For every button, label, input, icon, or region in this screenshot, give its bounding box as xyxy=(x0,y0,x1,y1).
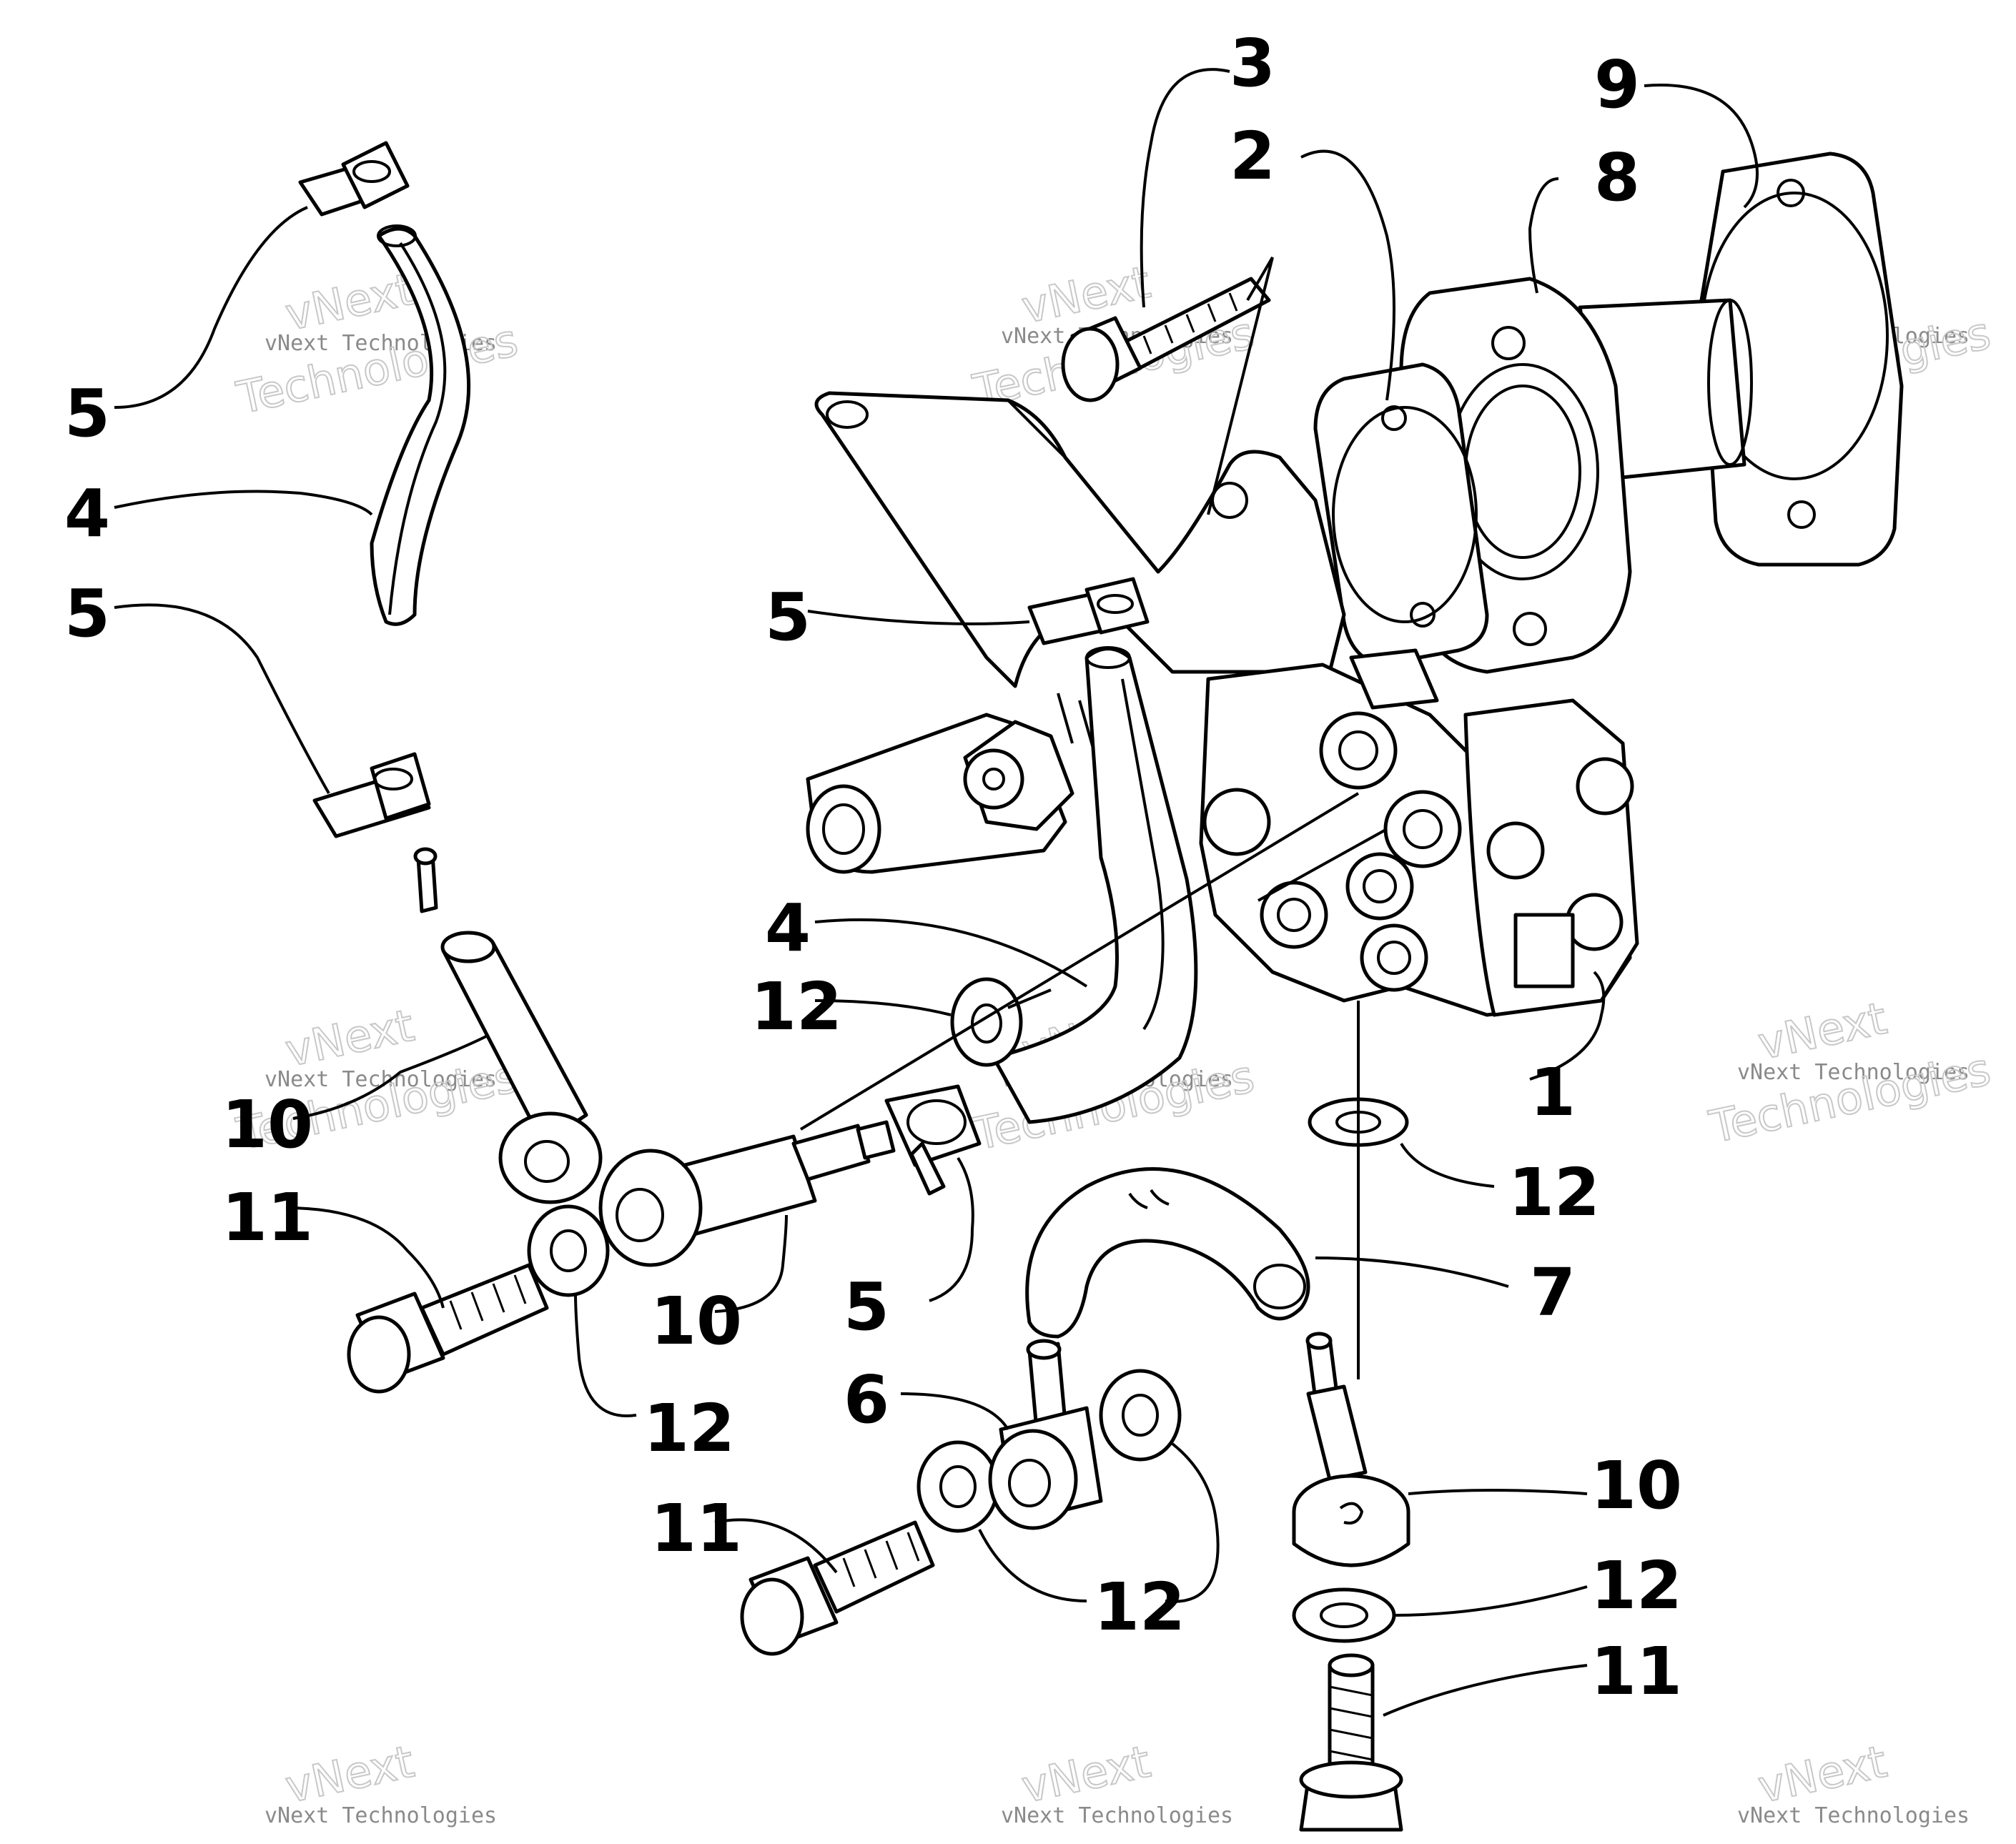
watermark-big-1: vNext xyxy=(281,263,418,341)
part-5-spring-clamp xyxy=(884,1084,982,1196)
watermark-big-1: vNext xyxy=(281,1735,418,1813)
callout-3: 3 xyxy=(1230,25,1275,101)
watermark-bottom-left: vNext vNext Technologies xyxy=(265,1735,497,1828)
part-5-clamp-top xyxy=(298,141,410,217)
part-9-gasket xyxy=(1699,152,1904,567)
callout-4-center: 4 xyxy=(765,890,811,966)
assembly-lines xyxy=(799,792,1388,1379)
part-11-bolt-bottom xyxy=(1299,1653,1403,1832)
callout-11-left: 11 xyxy=(222,1179,313,1256)
callout-12-bottom: 12 xyxy=(1094,1569,1185,1645)
part-11-bolt-center xyxy=(740,1520,935,1656)
callout-11-center: 11 xyxy=(651,1490,742,1567)
callout-11-bottom-right: 11 xyxy=(1591,1633,1682,1710)
watermark-top-left: vNext vNext Technologies Technologies xyxy=(232,262,523,425)
watermark-big-1: vNext xyxy=(1754,1735,1891,1813)
watermark-small: vNext Technologies xyxy=(1737,1060,1970,1085)
callout-numbers: 3 2 9 8 5 4 5 5 4 12 1 10 12 11 7 10 5 1… xyxy=(64,25,1682,1710)
part-12-washer-bottom-a xyxy=(916,1440,999,1533)
part-12-washer-left xyxy=(527,1204,610,1297)
watermark-big-1: vNext xyxy=(1017,256,1155,334)
callout-5-lower-center: 5 xyxy=(844,1269,889,1345)
part-4-hose-left xyxy=(370,224,471,626)
part-5-clamp-center xyxy=(1027,577,1150,645)
leader-lines xyxy=(114,68,1759,1717)
part-3-bolt xyxy=(1061,277,1271,402)
part-12-washer-bottom-b xyxy=(1099,1369,1182,1462)
watermark-bottom-right: vNext vNext Technologies xyxy=(1737,1735,1970,1828)
mounting-bracket xyxy=(814,391,1346,688)
watermark-small: vNext Technologies xyxy=(1001,1803,1233,1828)
part-10-banjo-right xyxy=(1292,1332,1410,1567)
callout-1: 1 xyxy=(1530,1054,1576,1131)
callout-10-center: 10 xyxy=(651,1283,742,1359)
callout-12-bottom-right: 12 xyxy=(1591,1547,1682,1624)
callout-4-left: 4 xyxy=(64,475,110,552)
watermark-big-1: vNext xyxy=(281,999,418,1077)
part-7-hose-curved xyxy=(1025,1167,1310,1339)
bolt-3-insertion-line xyxy=(1207,256,1274,515)
callout-6: 6 xyxy=(844,1362,889,1438)
callout-5-center: 5 xyxy=(765,579,811,655)
part-10-banjo-left xyxy=(413,847,603,1204)
watermark-big-1: vNext xyxy=(1017,1735,1155,1813)
part-12-washer-bottom-right xyxy=(1292,1587,1396,1643)
callout-12-left: 12 xyxy=(643,1390,735,1467)
watermark-small: vNext Technologies xyxy=(1737,1803,1970,1828)
part-10-banjo-center xyxy=(598,1120,896,1267)
callout-9: 9 xyxy=(1594,46,1640,123)
part-4-hose-center xyxy=(992,646,1198,1124)
callout-5-mid-left: 5 xyxy=(64,575,110,652)
callout-10-left: 10 xyxy=(222,1086,313,1163)
watermark-big-1: vNext xyxy=(1754,992,1891,1070)
part-11-bolt-left xyxy=(347,1263,549,1394)
callout-12-upper: 12 xyxy=(751,968,842,1045)
watermark-mid-right: vNext vNext Technologies Technologies xyxy=(1704,991,1996,1154)
callout-2: 2 xyxy=(1230,118,1275,194)
callout-8: 8 xyxy=(1594,139,1640,216)
callout-12-right-upper: 12 xyxy=(1508,1154,1600,1231)
part-5-clamp-bottom xyxy=(312,752,431,838)
watermark-small: vNext Technologies xyxy=(265,1803,497,1828)
part-12-washer-upper xyxy=(950,977,1023,1067)
part-1-oil-pump xyxy=(1199,648,1639,1017)
callout-7: 7 xyxy=(1530,1254,1576,1331)
part-6-banjo xyxy=(988,1339,1103,1530)
callout-5-top-left: 5 xyxy=(64,375,110,452)
callout-10-right: 10 xyxy=(1591,1447,1682,1524)
watermark-bottom-center: vNext vNext Technologies xyxy=(1001,1735,1233,1828)
